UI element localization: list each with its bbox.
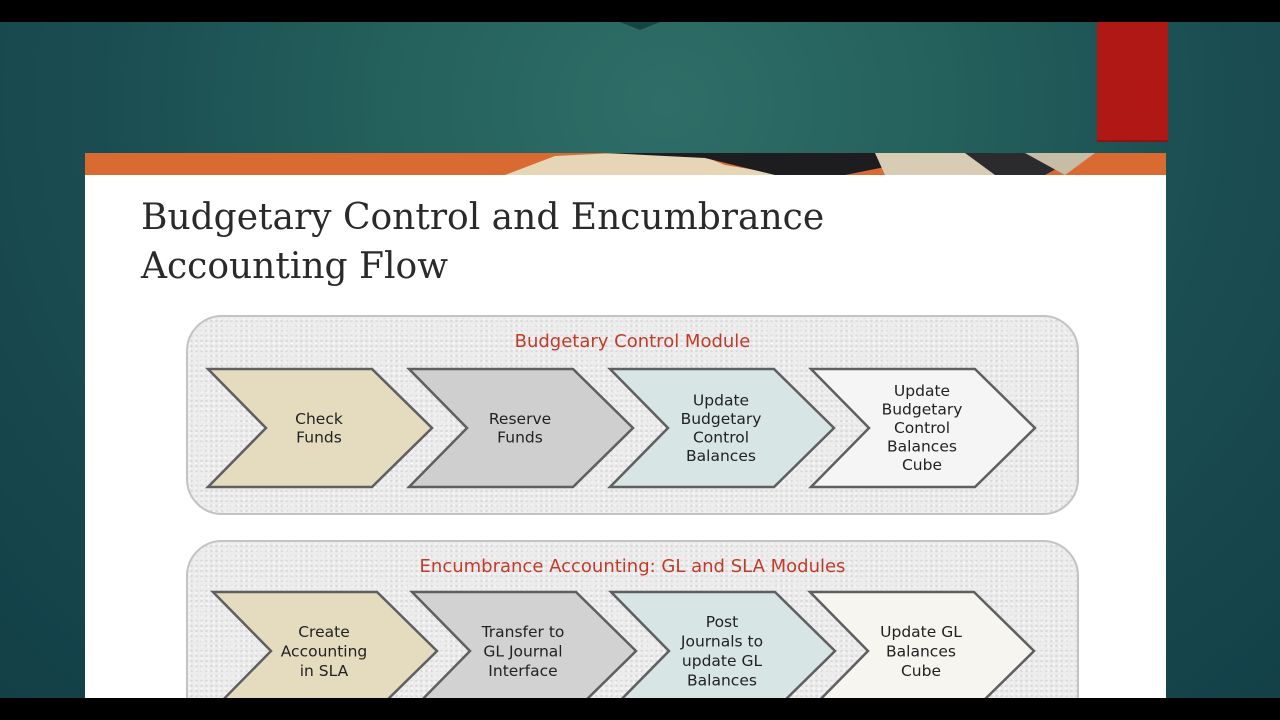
chevron-label-line: Update — [693, 391, 749, 409]
encumbrance-accounting-module: Encumbrance Accounting: GL and SLA Modul… — [186, 540, 1079, 698]
chevron-label-line: Balances — [686, 447, 756, 465]
module-title: Budgetary Control Module — [514, 331, 751, 352]
chevron-label-line: Balances — [886, 642, 956, 660]
chevron-shape — [409, 590, 638, 698]
chevron-label-line: Create — [298, 623, 350, 641]
chevron-shape — [205, 367, 434, 489]
chevron-label-line: in SLA — [300, 662, 349, 680]
decorative-banner — [85, 153, 1166, 175]
chevron-label-line: Budgetary — [882, 401, 963, 419]
chevron-shape — [807, 590, 1036, 698]
chevron-label-line: Budgetary — [681, 410, 762, 428]
chevron-label-line: Cube — [902, 456, 942, 474]
slide-title-line-1: Budgetary Control and Encumbrance — [141, 197, 825, 238]
chevron-label-line: Transfer to — [481, 623, 565, 641]
chevron-shape — [210, 590, 439, 698]
chevron-label-line: Reserve — [489, 410, 551, 428]
chevron-shape — [607, 367, 836, 489]
chevron-label-line: Check — [295, 410, 343, 428]
chevron-label-line: update GL — [682, 652, 763, 670]
chevron-label-line: Control — [693, 428, 749, 446]
chevron-label-line: Balances — [687, 672, 757, 690]
budgetary-control-flow: CheckFundsReserveFundsUpdateBudgetaryCon… — [205, 367, 1037, 489]
chevron-label-line: Control — [894, 419, 950, 437]
chevron-label-line: Cube — [901, 662, 941, 680]
chevron-shape — [406, 367, 635, 489]
chevron-label-line: Update — [894, 382, 950, 400]
presentation-background: Budgetary Control and Encumbrance Accoun… — [0, 22, 1280, 698]
decorative-triangle-top — [620, 22, 660, 30]
chevron-label-line: Journals to — [680, 633, 763, 651]
chevron-label-line: Funds — [296, 428, 342, 446]
chevron-shape — [808, 367, 1037, 489]
chevron-label-line: Accounting — [281, 642, 368, 660]
chevron-label-line: Post — [706, 613, 738, 631]
chevron-shape — [608, 590, 837, 698]
chevron-label-line: Funds — [497, 428, 543, 446]
chevron-label-line: Update GL — [880, 623, 962, 641]
red-accent-block — [1097, 22, 1168, 142]
chevron-label-line: Interface — [488, 662, 557, 680]
slide-title: Budgetary Control and Encumbrance Accoun… — [141, 193, 901, 291]
chevron-label-line: Balances — [887, 438, 957, 456]
slide-title-line-2: Accounting Flow — [141, 246, 449, 287]
slide: Budgetary Control and Encumbrance Accoun… — [85, 153, 1166, 698]
module-title: Encumbrance Accounting: GL and SLA Modul… — [419, 556, 846, 577]
chevron-label-line: GL Journal — [483, 642, 562, 660]
